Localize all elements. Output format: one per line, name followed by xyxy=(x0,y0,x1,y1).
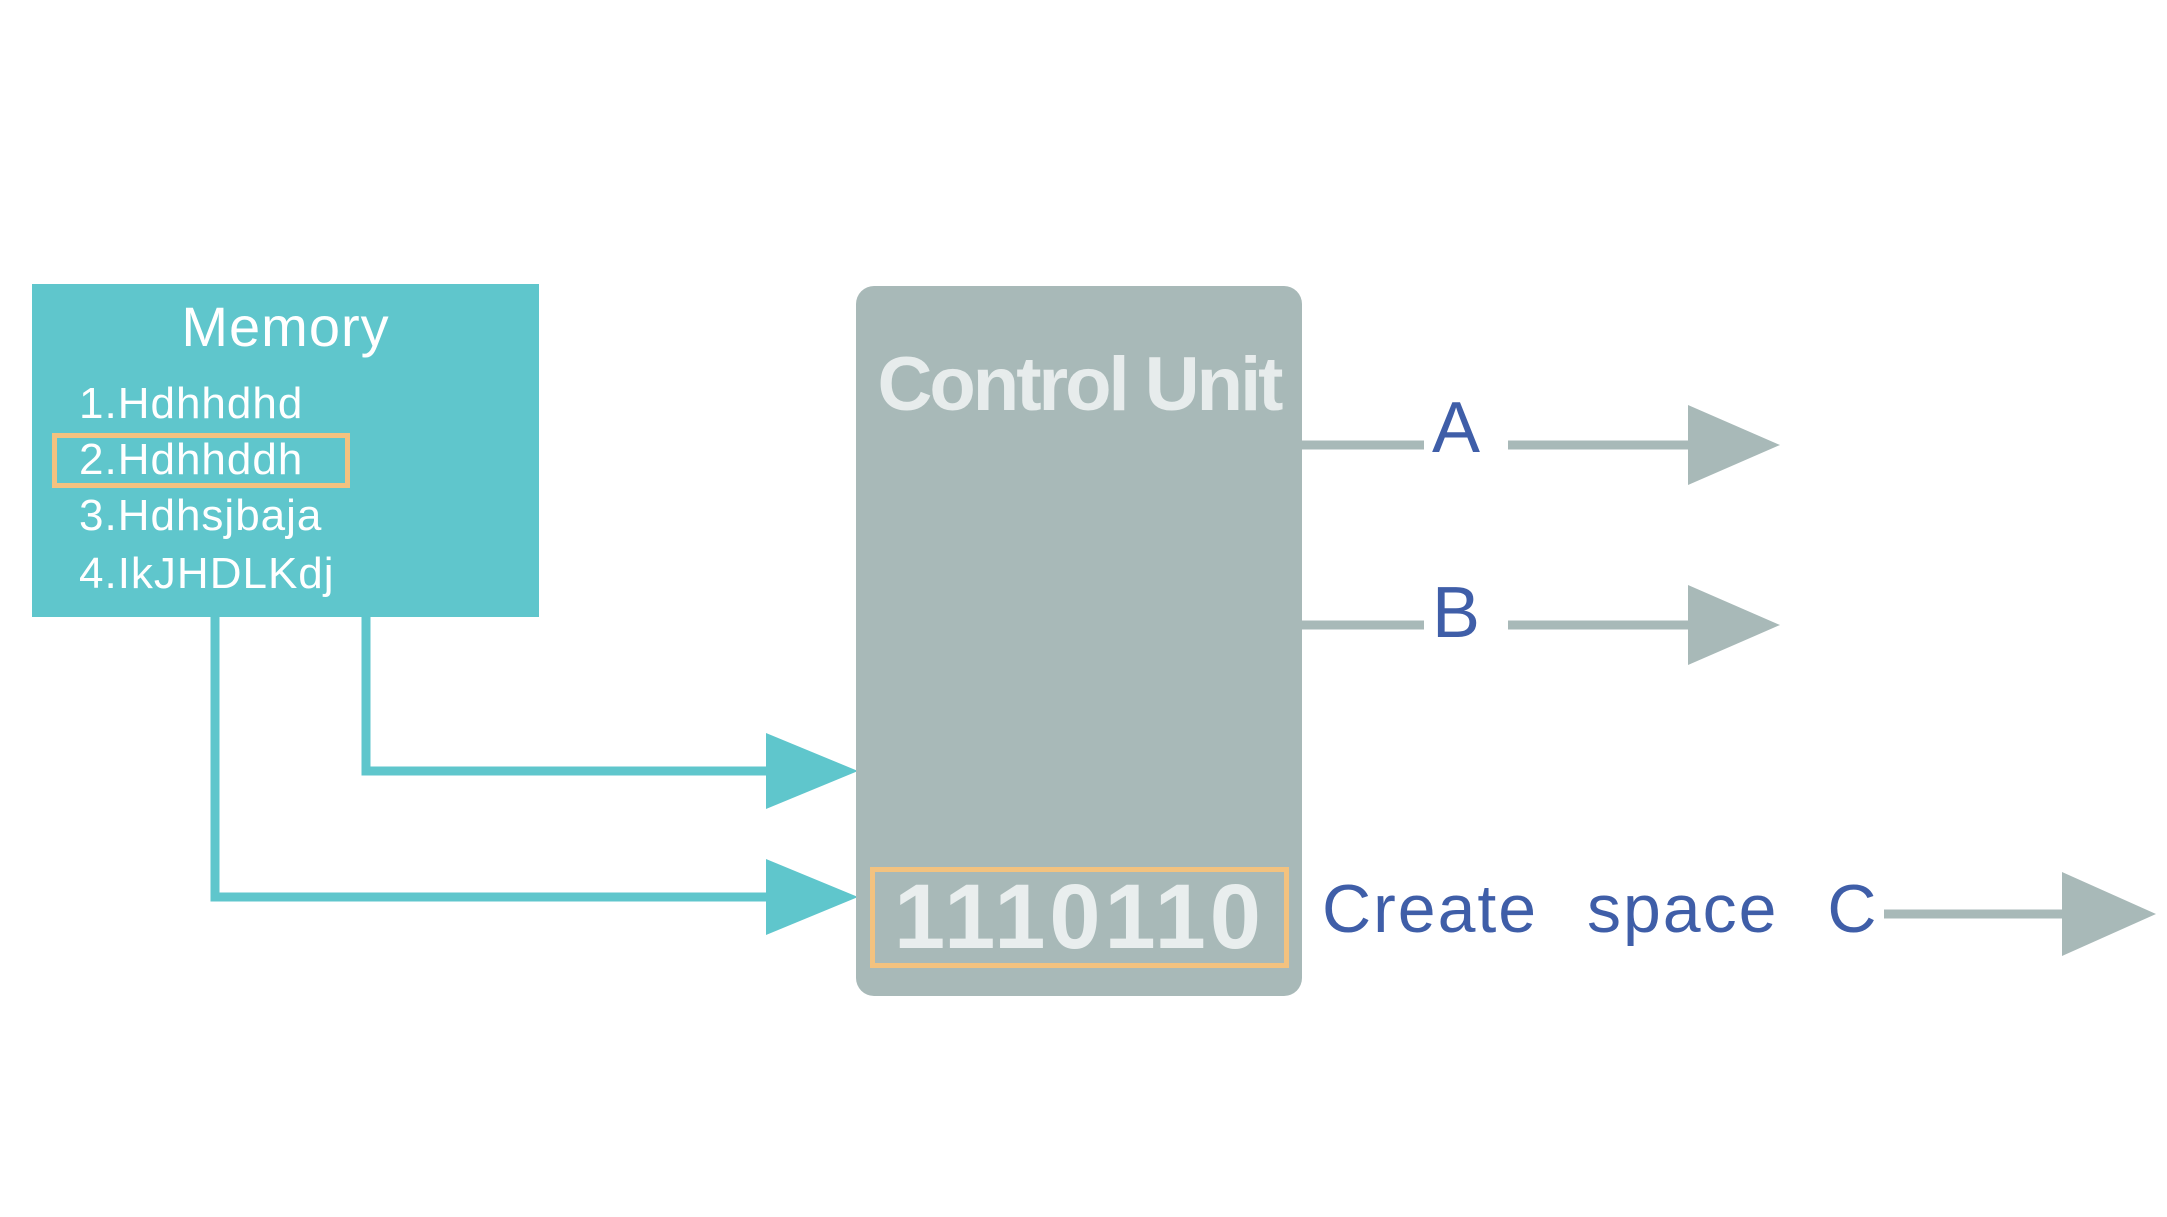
output-label-a: A xyxy=(1432,388,1481,468)
output-label-b: B xyxy=(1432,573,1481,653)
output-a-arrowhead xyxy=(1688,405,1780,485)
memory-highlight-frame xyxy=(52,433,350,488)
instruction-code-register: 1110110 xyxy=(870,867,1289,968)
memory-item-selected: 2.Hdhhddh xyxy=(79,435,304,484)
output-label-c: Create space C xyxy=(1322,871,1879,947)
memory-to-control-wire-upper xyxy=(361,617,775,776)
control-unit-block: Control Unit 1110110 xyxy=(856,286,1302,996)
memory-item: 1.Hdhhdhd xyxy=(79,379,304,428)
memory-title: Memory xyxy=(181,295,390,358)
memory-item: 3.Hdhsjbaja xyxy=(79,491,323,540)
output-c-arrowhead xyxy=(2062,872,2156,956)
memory-to-code-wire-lower xyxy=(210,617,775,902)
memory-to-code-arrowhead-lower xyxy=(766,859,858,935)
memory-to-control-arrowhead-upper xyxy=(766,733,858,809)
control-unit-title: Control Unit xyxy=(877,342,1283,427)
memory-item: 4.IkJHDLKdj xyxy=(79,549,335,598)
memory-block: Memory 1.Hdhhdhd 2.Hdhhddh 3.Hdhsjbaja 4… xyxy=(32,284,539,617)
output-b-arrowhead xyxy=(1688,585,1780,665)
